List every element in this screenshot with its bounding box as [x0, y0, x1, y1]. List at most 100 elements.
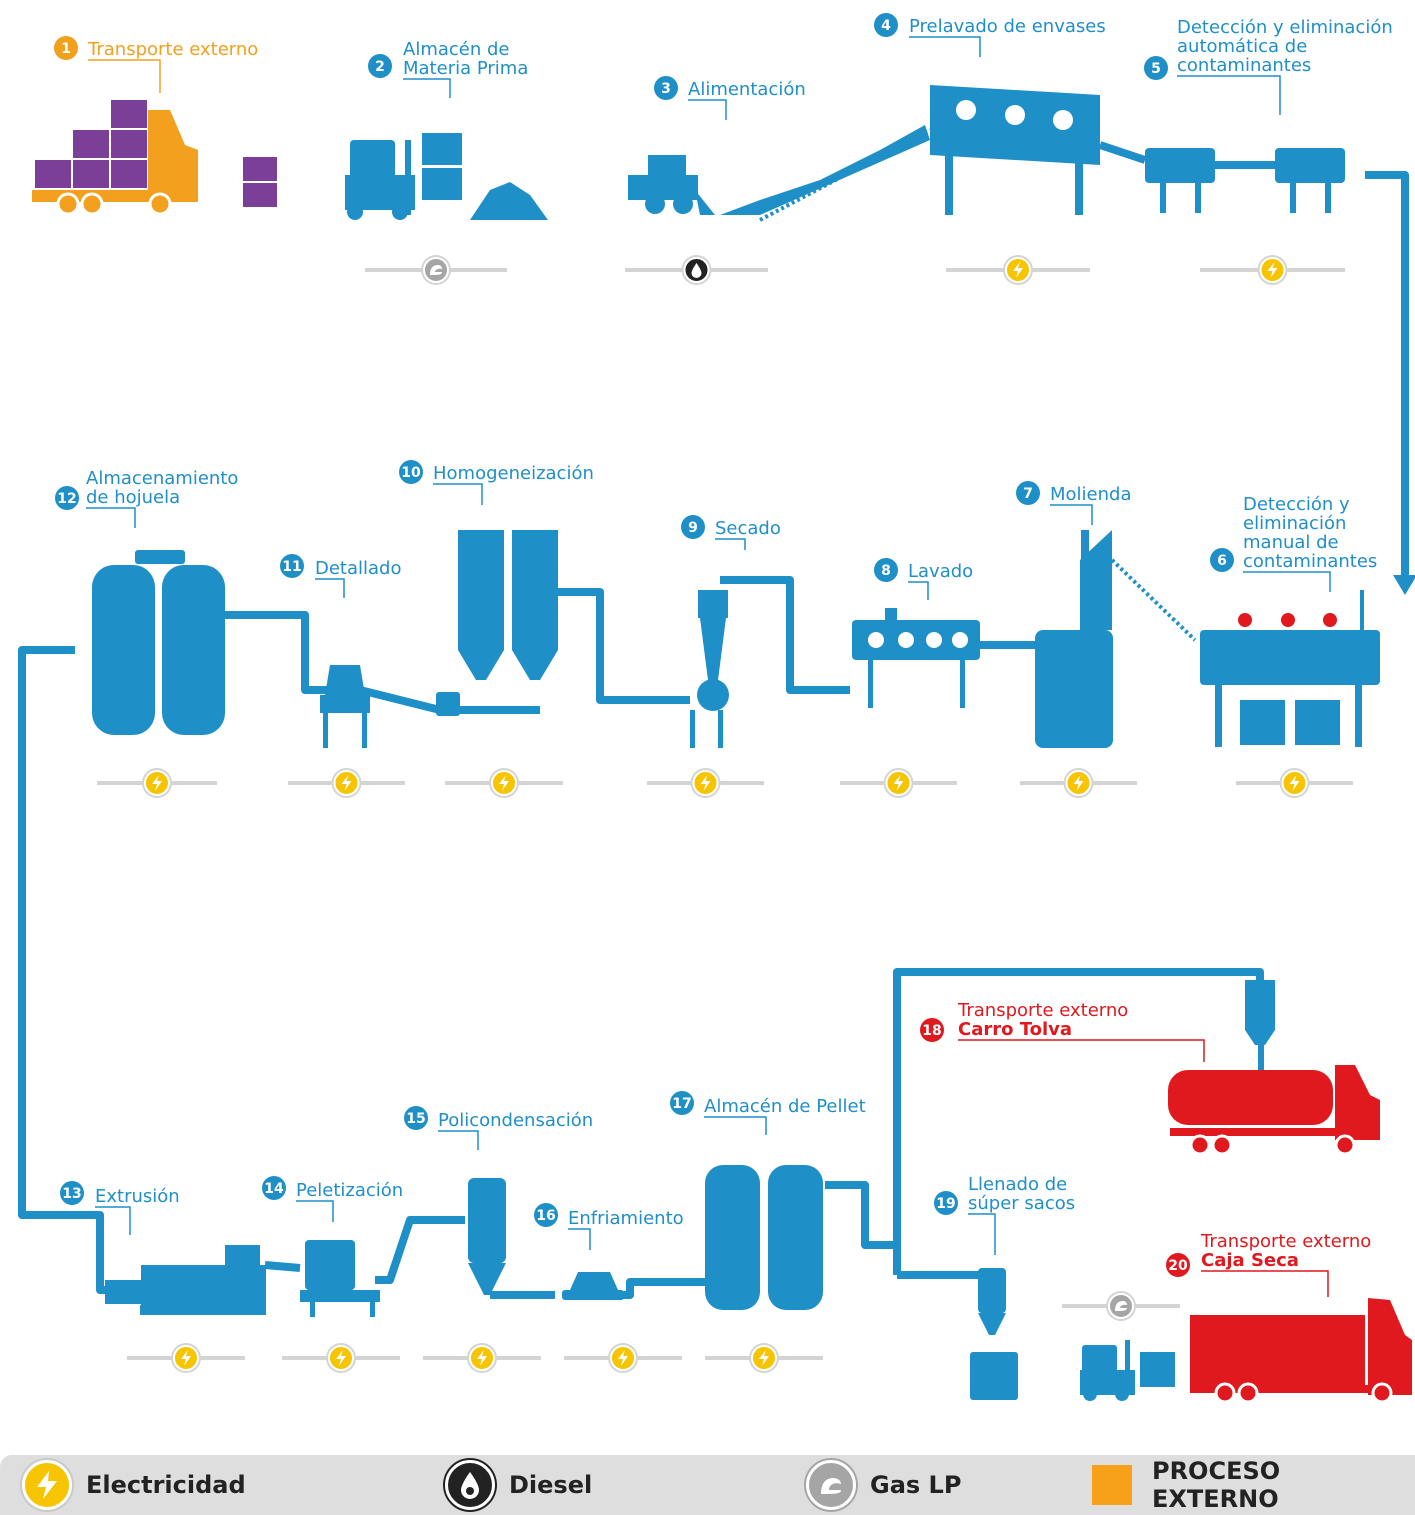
step-15-energy-electricity [423, 1343, 541, 1373]
step-11-energy-electricity [288, 768, 405, 798]
step-label-text: Transporte externo [957, 1000, 1128, 1021]
step-number: 15 [406, 1111, 425, 1127]
step-number-badge [874, 13, 898, 37]
step-3-energy-diesel [625, 255, 768, 285]
energy-glyph [152, 775, 162, 791]
step-label-text: Enfriamiento [568, 1208, 684, 1229]
orange-square-icon [1092, 1465, 1132, 1505]
extruder-icon [105, 1245, 266, 1315]
leader-line [1177, 75, 1281, 115]
step-number-badge [681, 515, 705, 539]
step-number: 18 [922, 1023, 941, 1039]
step-14-energy-electricity [282, 1343, 400, 1373]
lightning-bolt-icon [22, 1460, 72, 1510]
step-label-text: Llenado de [968, 1174, 1067, 1195]
leader-line [315, 578, 345, 598]
step-label-text: manual de [1243, 532, 1339, 553]
step-number-badge [60, 1181, 84, 1205]
step-label-text: eliminación [1243, 513, 1346, 534]
step-number-badge [654, 76, 678, 100]
leader-line [958, 1039, 1205, 1062]
homogenizer-silos-icon [436, 530, 558, 716]
legend-diesel: Diesel [445, 1455, 592, 1515]
process-pipes [18, 141, 1409, 1299]
step-number: 19 [936, 1196, 955, 1212]
energy-glyph [181, 1350, 191, 1366]
step-label-text: Policondensación [438, 1110, 593, 1131]
step-label-text: Detección y [1243, 494, 1350, 515]
energy-glyph [1073, 775, 1084, 791]
legend-electricity-label: Electricidad [86, 1471, 246, 1499]
step-10-energy-electricity [445, 768, 563, 798]
energy-glyph [893, 775, 904, 791]
step-17-energy-electricity [705, 1343, 823, 1373]
legend-external-label: PROCESO EXTERNO [1151, 1457, 1281, 1513]
step-number: 2 [375, 59, 385, 75]
leader-line [296, 1200, 334, 1222]
step-number: 10 [401, 465, 421, 481]
step-label-text: Homogeneización [433, 463, 594, 484]
prewash-machine-icon [930, 85, 1100, 215]
pelletizer-icon [300, 1240, 380, 1317]
step-13-energy-electricity [127, 1343, 245, 1373]
leader-line [688, 99, 727, 120]
step-label-text: Molienda [1050, 484, 1131, 505]
leader-line [1201, 1270, 1329, 1297]
step-number-badge [1210, 548, 1234, 572]
leader-line [1243, 571, 1331, 592]
leader-line [1050, 504, 1093, 525]
step-4-energy-electricity [946, 255, 1090, 285]
step-10-label: 10 Homogeneización [399, 460, 594, 505]
energy-glyph [341, 775, 352, 791]
energy-glyph [499, 775, 509, 791]
dryer-cyclone-icon [690, 590, 729, 748]
step-label-text: Prelavado de envases [909, 16, 1106, 37]
step-number: 9 [688, 520, 698, 536]
super-sack-filler-icon [970, 1268, 1018, 1400]
step-5-energy-electricity [1200, 255, 1345, 285]
energy-glyph [1267, 262, 1278, 278]
gas-flame-icon [806, 1460, 856, 1510]
step-8-energy-electricity [840, 768, 957, 798]
step-number-badge [670, 1091, 694, 1115]
step-label-text: Almacenamiento [86, 468, 238, 489]
step-number: 17 [672, 1096, 691, 1112]
leader-line [568, 1228, 591, 1250]
energy-glyph [430, 265, 442, 275]
step-number: 11 [282, 559, 301, 575]
legend-gas-lp-label: Gas LP [870, 1471, 962, 1499]
grinder-icon [1035, 530, 1113, 748]
legend-diesel-label: Diesel [509, 1471, 593, 1499]
energy-glyph [700, 775, 711, 791]
dry-box-truck-icon [1080, 1298, 1412, 1404]
step-label-text: Transporte externo [1200, 1231, 1371, 1252]
step-label-text: Transporte externo [87, 39, 258, 60]
step-label-text: Carro Tolva [958, 1019, 1072, 1040]
step-label-text: súper sacos [968, 1193, 1075, 1214]
front-loader-icon [628, 125, 930, 215]
energy-glyph [691, 263, 702, 278]
step-number: 14 [264, 1181, 284, 1197]
leader-line [86, 507, 136, 528]
pellet-silos-icon [705, 1165, 823, 1310]
external-truck-icon [32, 100, 277, 216]
energy-glyph [477, 1350, 487, 1366]
step-number: 6 [1217, 553, 1227, 569]
step-label-text: Extrusión [95, 1186, 180, 1207]
step-number-badge [262, 1176, 286, 1200]
step-7-energy-electricity [1020, 768, 1137, 798]
energy-glyph [759, 1350, 769, 1366]
step-label-text: Alimentación [688, 79, 806, 100]
auto-detection-machine-icon [1145, 148, 1345, 213]
step-number-badge [280, 554, 304, 578]
